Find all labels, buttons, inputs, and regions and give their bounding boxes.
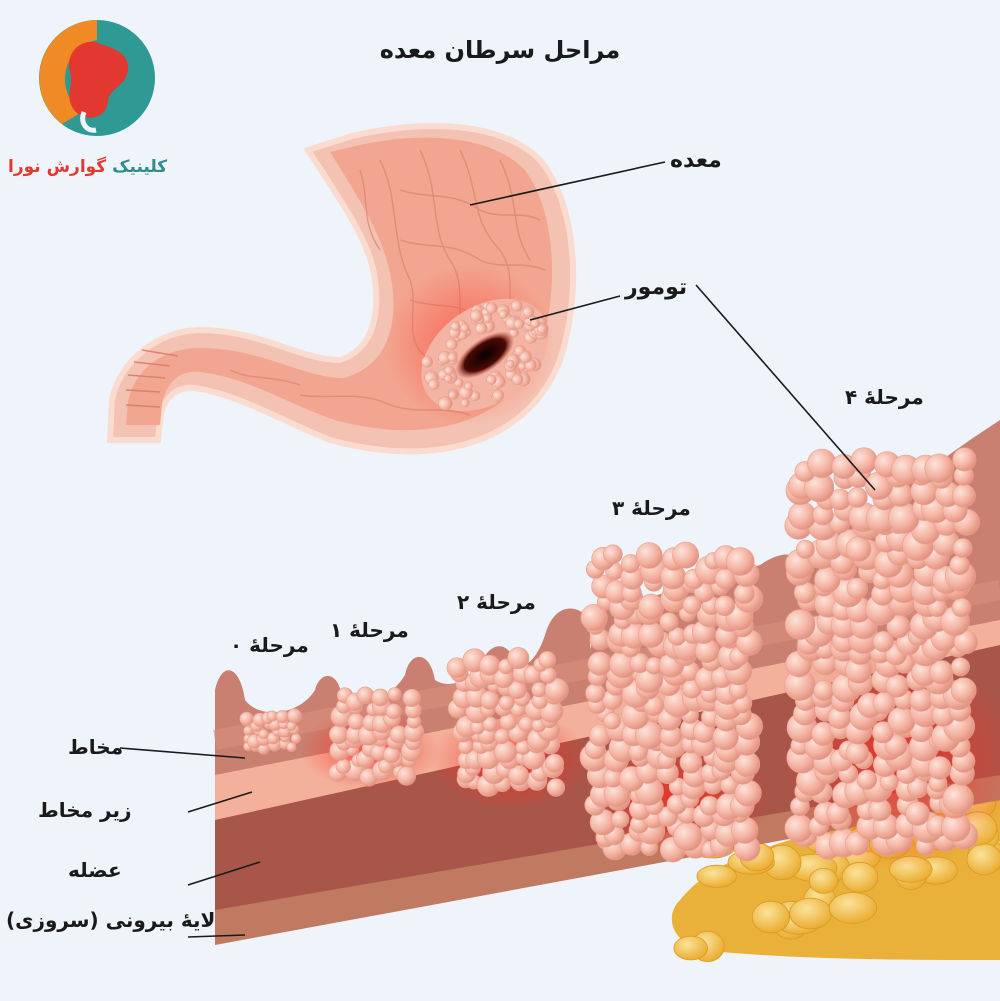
stomach-illustration <box>110 126 573 451</box>
stomach-label: معده <box>670 148 722 173</box>
stomach-wall-section <box>215 420 1000 962</box>
tumor-stage-1 <box>329 687 424 786</box>
stage0-label: مرحلهٔ ۰ <box>230 633 309 657</box>
tumor-stage-4 <box>785 448 980 860</box>
tumor-stage-3 <box>580 542 763 862</box>
clinic-logo <box>39 20 155 136</box>
muscle-label: عضله <box>68 858 122 882</box>
clinic-name-part2: گوارش نورا <box>8 157 106 177</box>
tumor-label: تومور <box>625 275 687 300</box>
clinic-name-part1: کلینیک <box>112 157 167 177</box>
clinic-name: کلینیک گوارش نورا <box>8 157 167 177</box>
stage4-label: مرحلهٔ ۴ <box>845 385 924 409</box>
mucosa-label: مخاط <box>68 735 123 759</box>
submucosa-label: زیر مخاط <box>38 798 132 822</box>
tumor-stage-2 <box>447 647 569 796</box>
stage3-label: مرحلهٔ ۳ <box>612 496 691 520</box>
stage2-label: مرحلهٔ ۲ <box>457 590 536 614</box>
stage1-label: مرحلهٔ ۱ <box>330 618 409 642</box>
page-title: مراحل سرطان معده <box>360 36 640 64</box>
serosa-label: لایهٔ بیرونی (سروزی) <box>6 908 215 932</box>
